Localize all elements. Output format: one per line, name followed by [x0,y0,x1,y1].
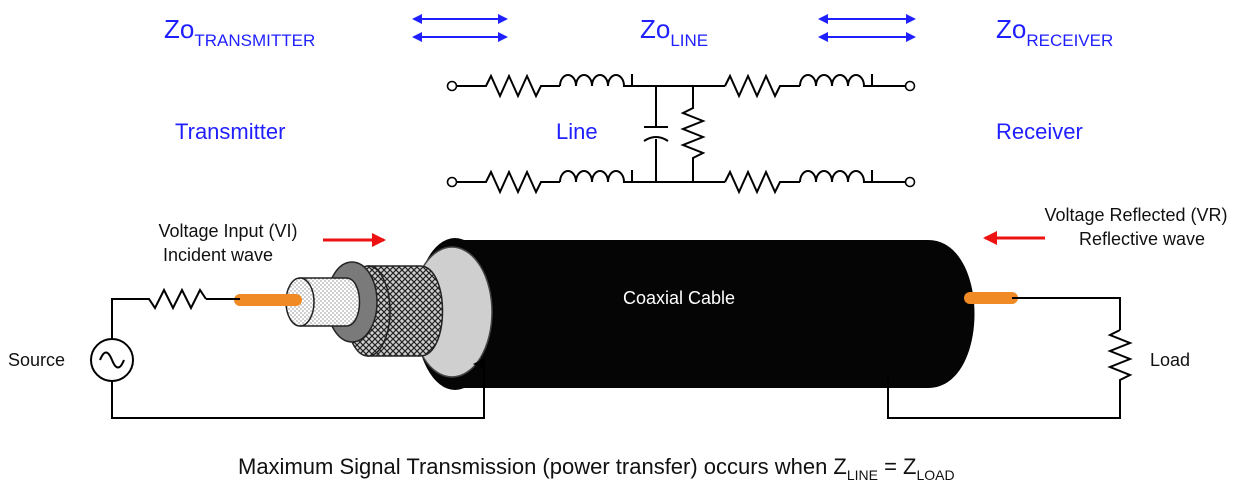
source-label: Source [8,350,65,370]
receiver-label: Receiver [996,119,1083,144]
series-resistor-top-right [724,73,800,99]
double-arrow-left [412,14,508,42]
terminal-top-right [904,80,916,92]
series-inductor-top-left [559,74,633,87]
cable-jacket [460,240,975,388]
reflected-line2: Reflective wave [1079,229,1205,249]
load-resistor [887,329,1133,419]
zo-transmitter-label: ZoTRANSMITTER [164,14,315,50]
reflected-line1: Voltage Reflected (VR) [1044,205,1227,225]
series-resistor-bottom-left [457,169,560,195]
transmitter-label: Transmitter [175,119,285,144]
load-label: Load [1150,350,1190,370]
incident-line1: Voltage Input (VI) [158,221,297,241]
double-arrow-right [818,14,916,42]
zo-receiver-label: ZoRECEIVER [996,14,1113,50]
coaxial-cable: Coaxial Cable [234,238,1018,390]
series-inductor-bottom-right [799,170,873,183]
terminal-bottom-right [904,176,916,188]
shunt-resistor [680,86,706,182]
series-inductor-top-right [799,74,873,87]
source-resistor [111,287,207,339]
terminal-top-left [446,80,458,92]
terminal-bottom-left [446,176,458,188]
series-inductor-bottom-left [559,170,633,183]
series-resistor-bottom-right [724,169,800,195]
series-resistor-top-left [457,73,560,99]
zo-line-label: ZoLINE [640,14,708,50]
caption: Maximum Signal Transmission (power trans… [238,454,955,483]
line-label: Line [556,119,598,144]
incident-line2: Incident wave [163,245,273,265]
cable-label: Coaxial Cable [623,288,735,308]
load-circuit: Load [887,297,1190,419]
line-equivalent-circuit [446,73,916,195]
shunt-capacitor [643,86,669,182]
dielectric [299,277,361,327]
source-circuit: Source [8,287,485,419]
